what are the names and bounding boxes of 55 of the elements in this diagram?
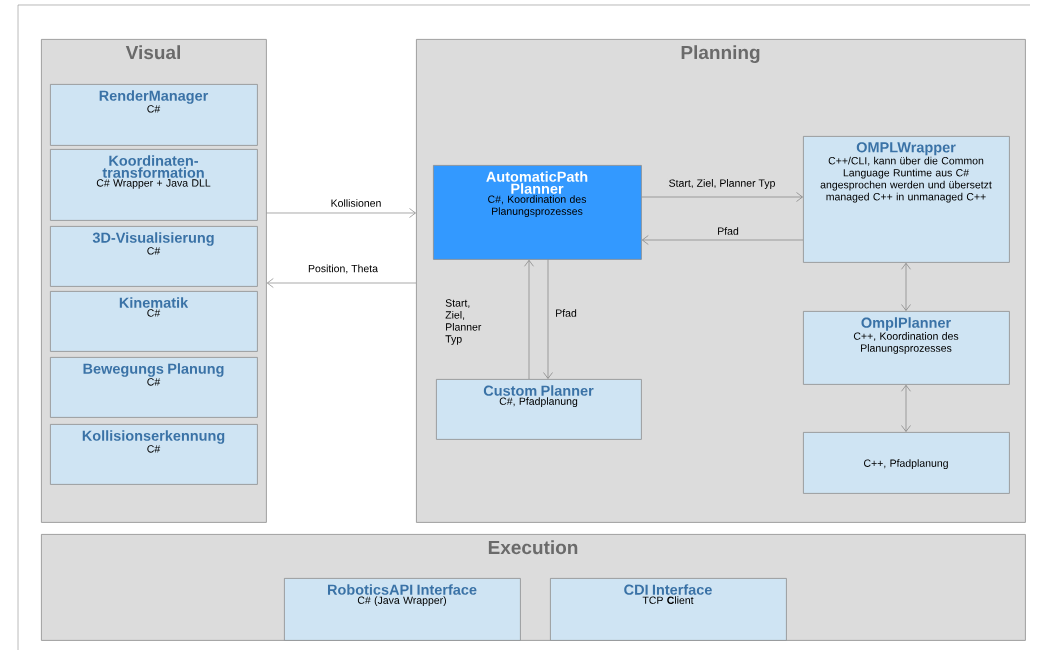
component-box (50, 226, 258, 287)
box-title: Execution (488, 540, 578, 555)
box-text: C# (Java Wrapper) (357, 596, 446, 607)
box-text: C#, Pfadplanung (499, 397, 578, 408)
box-title: Custom Planner (483, 385, 594, 396)
component-box (50, 357, 258, 418)
box-title: Kollisionserkennung (82, 430, 225, 444)
box-title: 3D-Visualisierung (92, 232, 214, 246)
edge-label: Start, Ziel, Planner Typ (667, 178, 777, 190)
arrow (266, 208, 416, 218)
component-box (436, 379, 642, 440)
box-title: OmplPlanner (861, 317, 951, 331)
edge-label: Kollisionen (329, 198, 383, 208)
component-box (550, 578, 787, 641)
arrow (543, 259, 553, 379)
box-text: C++, Pfadplanung (864, 459, 948, 469)
edge-label: Start, Ziel, Planner Typ (444, 298, 494, 346)
box-text: C# (147, 309, 161, 317)
box-title: CDI Interface (624, 584, 712, 595)
component-box (803, 311, 1010, 385)
edge-label: Pfad (716, 226, 740, 236)
arrow (642, 235, 804, 245)
box-text: C# Wrapper + Java DLL (96, 179, 211, 189)
box-text: C++, Koordination des Planungsprozesses (853, 332, 959, 354)
box-title: Visual (125, 45, 180, 60)
arrow (524, 260, 534, 380)
edge-label: Position, Theta (307, 263, 380, 275)
component-box (803, 136, 1010, 263)
box-text: C#, Koordination des Planungsprozesses (488, 195, 587, 218)
box-title: Bewegungs Planung (83, 363, 224, 377)
box-text: C# (147, 445, 161, 453)
arrow (267, 278, 417, 288)
box-title: OMPLWrapper (856, 142, 956, 156)
box-title: AutomaticPath Planner (486, 171, 588, 194)
box-title: RoboticsAPI Interface (328, 584, 477, 595)
box-title: Planning (681, 45, 760, 63)
box-text: C# (147, 247, 161, 255)
box-title: Kinematik (119, 297, 189, 308)
edge-label: Pfad (554, 308, 578, 318)
component-box (50, 149, 258, 221)
arrow (641, 192, 803, 202)
component-box (50, 291, 258, 352)
box-text: C# (147, 105, 161, 113)
component-box (433, 165, 642, 260)
component-box (284, 578, 521, 641)
arrow (901, 263, 911, 311)
component-box (50, 84, 258, 146)
arrow (901, 385, 911, 432)
component-box (803, 432, 1010, 494)
box-text: C++/CLI, kann über die Common Language Runtime aus C# angesprochen werden und übersetzt managed C++ in unmanaged C++ (820, 156, 992, 203)
box-title: RenderManager (99, 90, 209, 104)
component-box (50, 424, 258, 485)
box-text: C# (147, 378, 161, 386)
box-title: Koordinaten-transformation (102, 155, 204, 178)
box-text: TCP Client (642, 596, 694, 604)
